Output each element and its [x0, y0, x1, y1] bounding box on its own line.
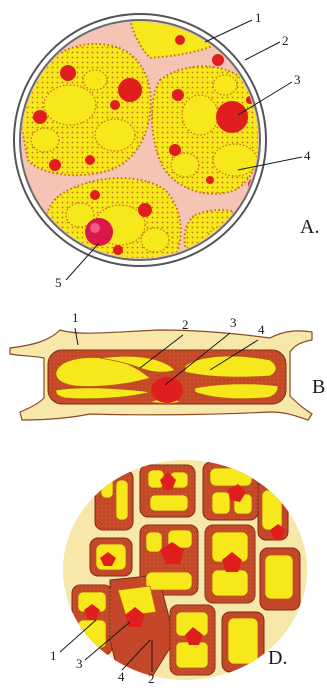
panel-d-letter: D.: [268, 647, 287, 669]
panel-b-nucleus: [151, 377, 183, 403]
panel-b-letter: B: [312, 376, 325, 398]
panel-b: 1 2 3 4 B: [10, 310, 325, 420]
label-a-2: 2: [282, 33, 289, 48]
label-b-2: 2: [182, 317, 189, 332]
label-a-4: 4: [304, 148, 311, 163]
label-a-5: 5: [55, 275, 62, 290]
label-d-4: 4: [118, 669, 125, 684]
label-d-3: 3: [76, 656, 83, 671]
panel-a-letter: A.: [300, 216, 319, 238]
label-d-2: 2: [148, 671, 155, 685]
panel-a: 1 2 3 4 5 A.: [14, 10, 319, 290]
label-b-1: 1: [72, 310, 79, 325]
label-a-3: 3: [294, 72, 301, 87]
label-a-1: 1: [255, 10, 262, 25]
panel-d: 1 3 4 2 D.: [50, 460, 307, 685]
label-d-1: 1: [50, 648, 57, 663]
label-b-4: 4: [258, 322, 265, 337]
label-b-3: 3: [230, 315, 237, 330]
panel-a-large-plastid: [85, 218, 113, 246]
